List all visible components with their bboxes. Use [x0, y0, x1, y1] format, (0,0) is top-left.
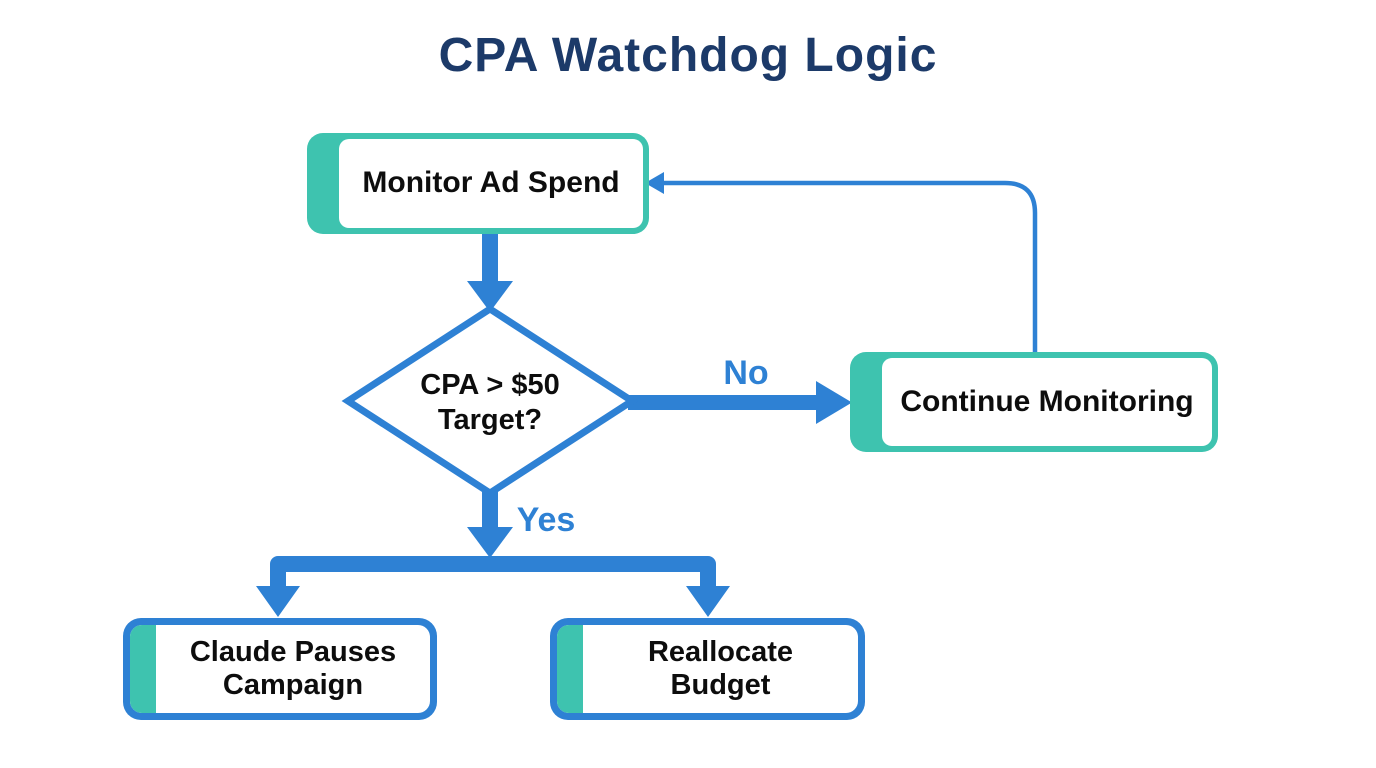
arrow-monitor-to-decision	[467, 232, 513, 312]
node-pause-label: Claude Pauses Campaign	[189, 635, 397, 701]
arrow-decision-to-branch	[467, 490, 513, 558]
page-title: CPA Watchdog Logic	[438, 29, 938, 82]
decision-diamond	[341, 304, 639, 498]
feedback-loop-continue-to-monitor	[645, 172, 1038, 353]
node-reallocate-accent-bar	[557, 625, 583, 713]
node-reallocate-budget: Reallocate Budget	[550, 618, 865, 720]
node-claude-pauses-campaign: Claude Pauses Campaign	[123, 618, 437, 720]
decision-label: CPA > $50 Target?	[420, 369, 560, 436]
node-reallocate-inner: Reallocate Budget	[557, 625, 858, 713]
edge-label-no: No	[723, 354, 769, 392]
arrow-decision-to-continue	[628, 381, 852, 424]
node-monitor-ad-spend: Monitor Ad Spend	[307, 133, 649, 234]
node-monitor-inner: Monitor Ad Spend	[339, 139, 643, 228]
edge-label-yes: Yes	[516, 501, 576, 539]
node-reallocate-label: Reallocate Budget	[647, 635, 794, 701]
node-continue-monitoring: Continue Monitoring	[850, 352, 1218, 452]
node-continue-inner: Continue Monitoring	[882, 358, 1212, 446]
node-continue-label: Continue Monitoring	[900, 384, 1194, 418]
branch-connector	[256, 556, 730, 617]
node-pause-accent-bar	[130, 625, 156, 713]
node-monitor-label: Monitor Ad Spend	[362, 166, 620, 200]
node-pause-inner: Claude Pauses Campaign	[130, 625, 430, 713]
